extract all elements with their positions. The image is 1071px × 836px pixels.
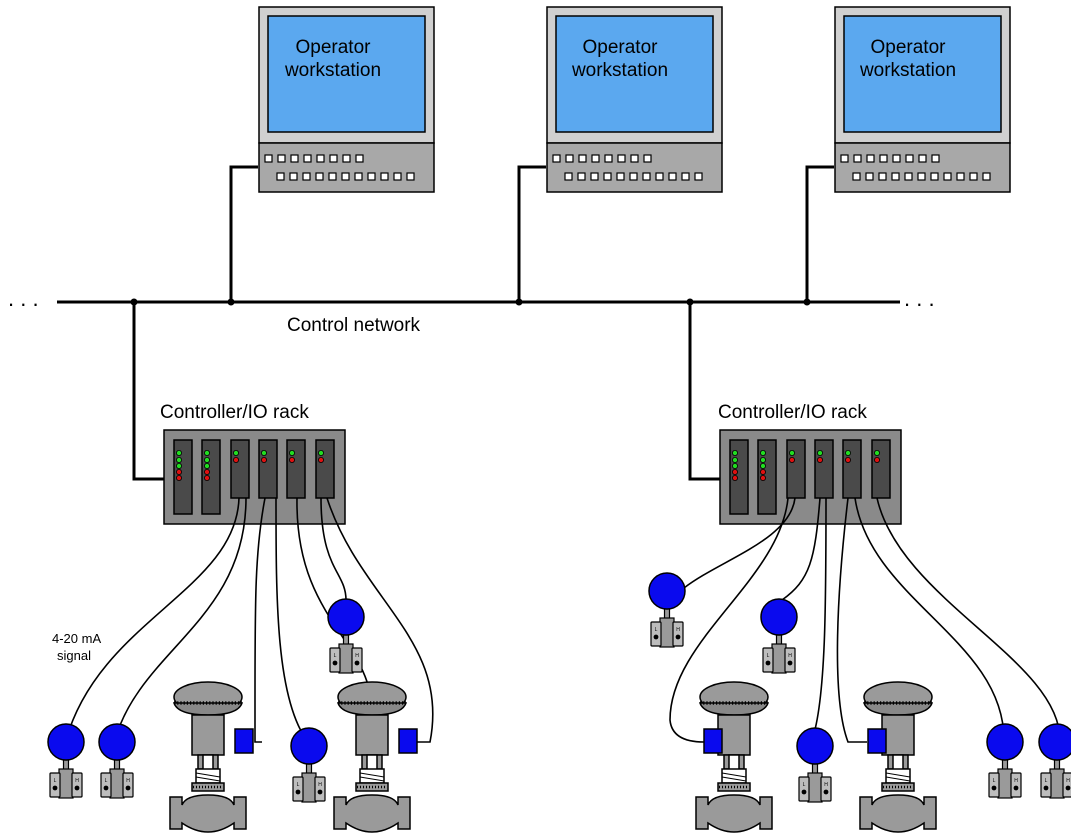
pressure-transmitter-icon [648,572,686,648]
signal-label-line2: signal [57,648,91,663]
control-valve-icon [858,680,938,834]
pressure-transmitter-icon [290,727,328,803]
pressure-transmitter-icon [986,723,1024,799]
pressure-transmitter-icon [760,598,798,674]
workstation-3-title-line2: workstation [859,60,956,81]
pressure-transmitter-icon [327,598,365,674]
operator-workstation-icon [258,6,435,193]
positioner-icon [703,728,723,754]
control-valve-icon [694,680,774,834]
pressure-transmitter-icon [47,723,85,799]
pressure-transmitter-icon [98,723,136,799]
workstation-1-title-line1: Operator [296,37,372,58]
control-valve-icon [332,680,412,834]
operator-workstation-1: Operator workstation [258,6,435,193]
positioner-icon [867,728,887,754]
rack-2-signal-wires [669,497,1061,743]
pressure-transmitter-icon [796,727,834,803]
network-continuation-left: . . . [8,286,39,311]
workstation-network-drops [227,165,834,306]
positioner-icon [234,728,254,754]
controller-io-rack-icon [163,429,346,525]
workstation-2-title-line2: workstation [571,60,668,81]
control-valve-2 [332,680,418,834]
control-valve-icon [168,680,248,834]
operator-workstation-3: Operator workstation [834,6,1011,193]
workstation-1-title-line2: workstation [284,60,381,81]
signal-label-line1: 4-20 mA [52,631,101,646]
control-network: . . . . . . Control network [8,286,935,336]
rack-1-label: Controller/IO rack [160,402,309,423]
rack-1-field-devices [47,598,418,834]
workstation-2-title-line1: Operator [583,37,659,58]
control-valve-1 [168,680,254,834]
controller-io-rack-1: Controller/IO rack [130,298,346,525]
operator-workstation-2: Operator workstation [546,6,723,193]
control-valve-4 [858,680,938,834]
operator-workstation-icon [546,6,723,193]
operator-workstation-icon [834,6,1011,193]
network-continuation-right: . . . [904,286,935,311]
controller-io-rack-2: Controller/IO rack [686,298,902,525]
rack-2-field-devices [648,572,1071,834]
control-valve-3 [694,680,774,834]
controller-io-rack-icon [719,429,902,525]
rack-2-label: Controller/IO rack [718,402,867,423]
positioner-icon [398,728,418,754]
workstation-3-title-line1: Operator [871,37,947,58]
pressure-transmitter-icon [1038,723,1071,799]
control-network-label: Control network [287,315,421,336]
